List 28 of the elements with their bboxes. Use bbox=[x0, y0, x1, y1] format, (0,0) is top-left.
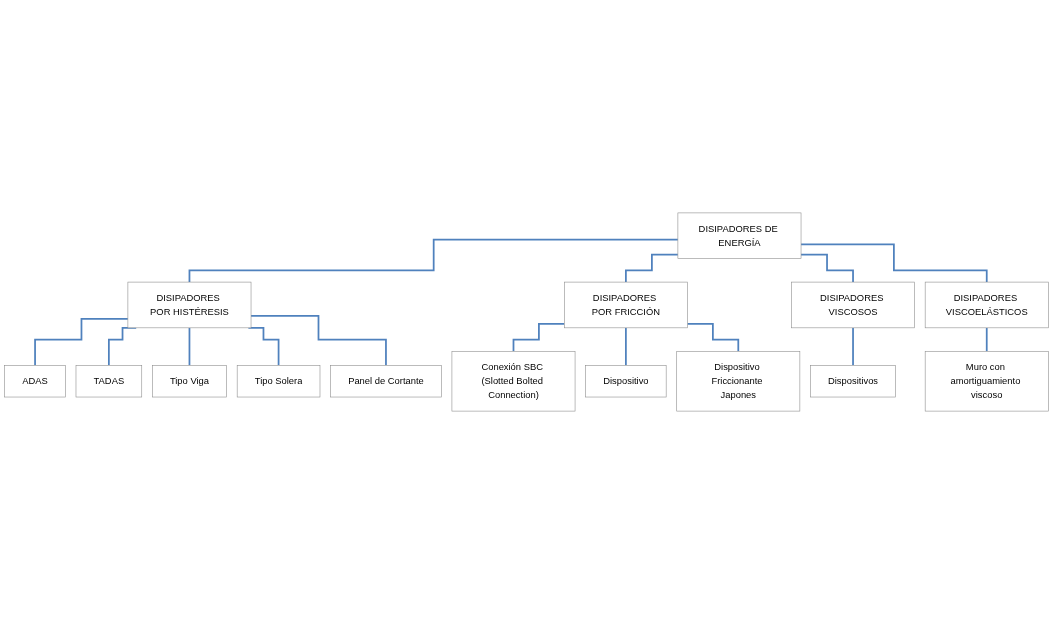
connector bbox=[625, 326, 627, 367]
node-box: Panel de Cortante bbox=[330, 365, 442, 398]
connector bbox=[512, 323, 566, 353]
node-box: ADAS bbox=[4, 365, 66, 398]
connector bbox=[625, 253, 679, 283]
node-box: Dispositivos bbox=[810, 365, 896, 398]
node-box: Dispositivo Friccionante Japones bbox=[676, 351, 801, 412]
node-box: Tipo Solera bbox=[236, 365, 321, 398]
connector bbox=[800, 253, 854, 283]
connector bbox=[188, 238, 679, 283]
connector bbox=[985, 326, 988, 353]
connector bbox=[800, 243, 988, 283]
node-box: DISIPADORES POR HISTÉRESIS bbox=[127, 281, 252, 329]
connector bbox=[188, 326, 191, 367]
connector bbox=[250, 314, 387, 367]
connector bbox=[34, 317, 129, 367]
node-box: DISIPADORES VISCOSOS bbox=[791, 281, 915, 329]
node-box: DISIPADORES VISCOELÁSTICOS bbox=[924, 281, 1049, 329]
node-box: Muro con amortiguamiento viscoso bbox=[924, 351, 1049, 412]
connector bbox=[852, 326, 854, 367]
node-box: DISIPADORES DE ENERGÍA bbox=[677, 212, 802, 259]
node-box: Tipo Viga bbox=[152, 365, 227, 398]
connector bbox=[247, 326, 280, 367]
connector bbox=[686, 323, 740, 353]
node-box: DISIPADORES POR FRICCIÓN bbox=[564, 281, 688, 329]
node-box: Dispositivo bbox=[585, 365, 667, 398]
node-box: TADAS bbox=[75, 365, 143, 398]
node-box: Conexión SBC (Slotted Bolted Connection) bbox=[451, 351, 576, 412]
